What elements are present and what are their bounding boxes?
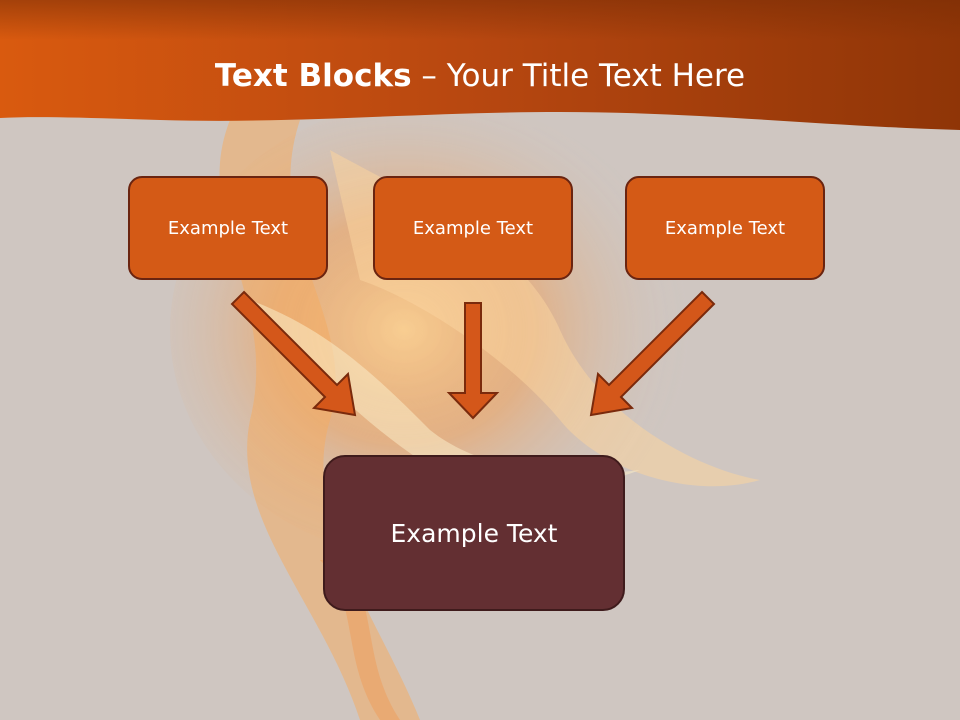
title-bold: Text Blocks xyxy=(214,58,412,94)
arrow-right-icon xyxy=(589,290,716,417)
text-block-center[interactable]: Example Text xyxy=(373,176,573,280)
arrow-center-icon xyxy=(446,302,500,420)
title-dash: – xyxy=(411,58,447,94)
text-block-bottom-label: Example Text xyxy=(390,518,558,548)
text-block-center-label: Example Text xyxy=(412,217,534,239)
text-block-left[interactable]: Example Text xyxy=(128,176,328,280)
text-block-left-label: Example Text xyxy=(167,217,289,239)
arrow-left-icon xyxy=(230,290,357,417)
title-rest: Your Title Text Here xyxy=(446,58,746,94)
text-block-right-label: Example Text xyxy=(664,217,786,239)
text-block-bottom[interactable]: Example Text xyxy=(323,455,625,611)
text-block-right[interactable]: Example Text xyxy=(625,176,825,280)
slide-title: Text Blocks – Your Title Text Here xyxy=(0,52,960,100)
